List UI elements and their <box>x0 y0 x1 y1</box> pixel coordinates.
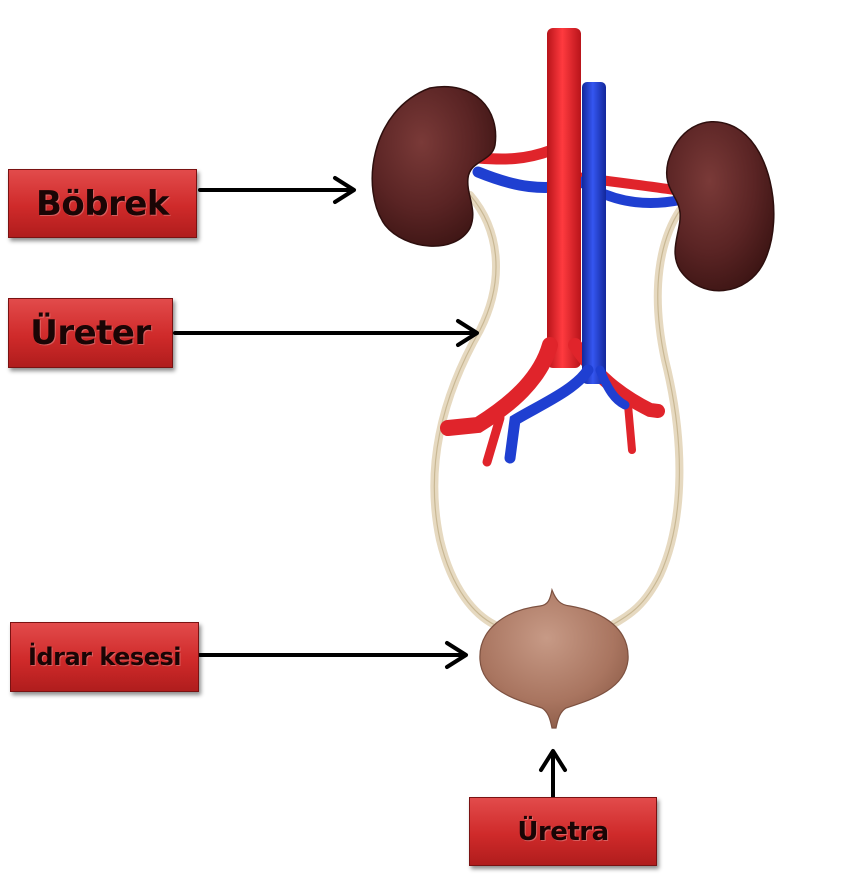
pointer-arrows <box>173 176 567 799</box>
arrow-bladder <box>198 641 468 669</box>
arrow-urethra <box>539 749 567 799</box>
vena-cava <box>504 82 630 464</box>
label-bladder: İdrar kesesi <box>10 622 199 692</box>
right-kidney <box>665 120 775 292</box>
ureters-outline <box>433 194 681 626</box>
label-ureter: Üreter <box>8 298 173 368</box>
arrow-ureter <box>173 319 479 347</box>
bladder-shape <box>479 587 629 729</box>
arrow-kidney <box>198 176 356 204</box>
label-kidney: Böbrek <box>8 169 197 238</box>
label-urethra: Üretra <box>469 797 657 866</box>
left-kidney <box>371 85 497 247</box>
right-ureter <box>608 206 684 629</box>
